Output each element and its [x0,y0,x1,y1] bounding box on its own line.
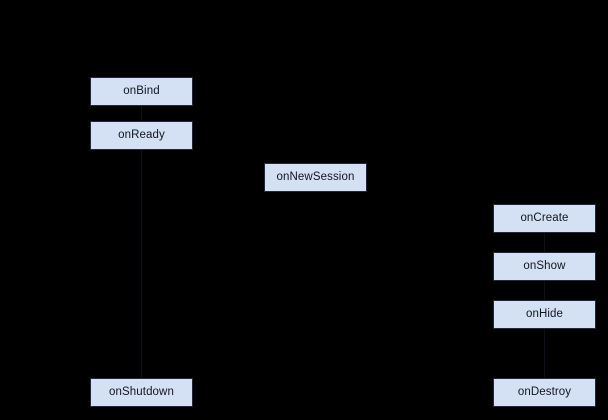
node-on-destroy-label: onDestroy [517,385,572,398]
node-on-hide[interactable]: onHide [493,300,596,329]
node-on-ready-label: onReady [118,128,165,141]
node-on-bind-label: onBind [123,84,160,97]
node-on-new-session-label: onNewSession [276,170,355,183]
node-on-destroy[interactable]: onDestroy [493,378,596,407]
node-on-new-session[interactable]: onNewSession [264,163,367,192]
node-on-show[interactable]: onShow [493,252,596,281]
node-on-create-label: onCreate [520,211,569,224]
connector-group [141,106,545,378]
node-on-show-label: onShow [523,259,566,272]
node-on-shutdown-label: onShutdown [109,385,174,398]
node-on-shutdown[interactable]: onShutdown [90,378,193,407]
node-on-create[interactable]: onCreate [493,204,596,233]
node-on-ready[interactable]: onReady [90,121,193,150]
node-on-bind[interactable]: onBind [90,77,193,106]
node-on-hide-label: onHide [525,307,564,320]
